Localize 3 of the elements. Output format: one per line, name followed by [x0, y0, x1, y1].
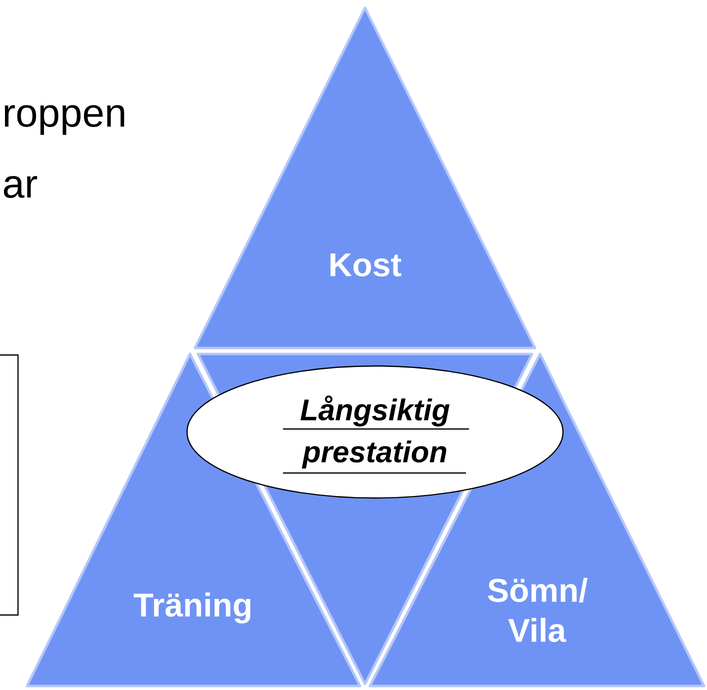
body-text: roppen — [4, 105, 124, 135]
body-text: ar — [4, 176, 38, 198]
triangle-segment: Kost — [194, 6, 536, 350]
